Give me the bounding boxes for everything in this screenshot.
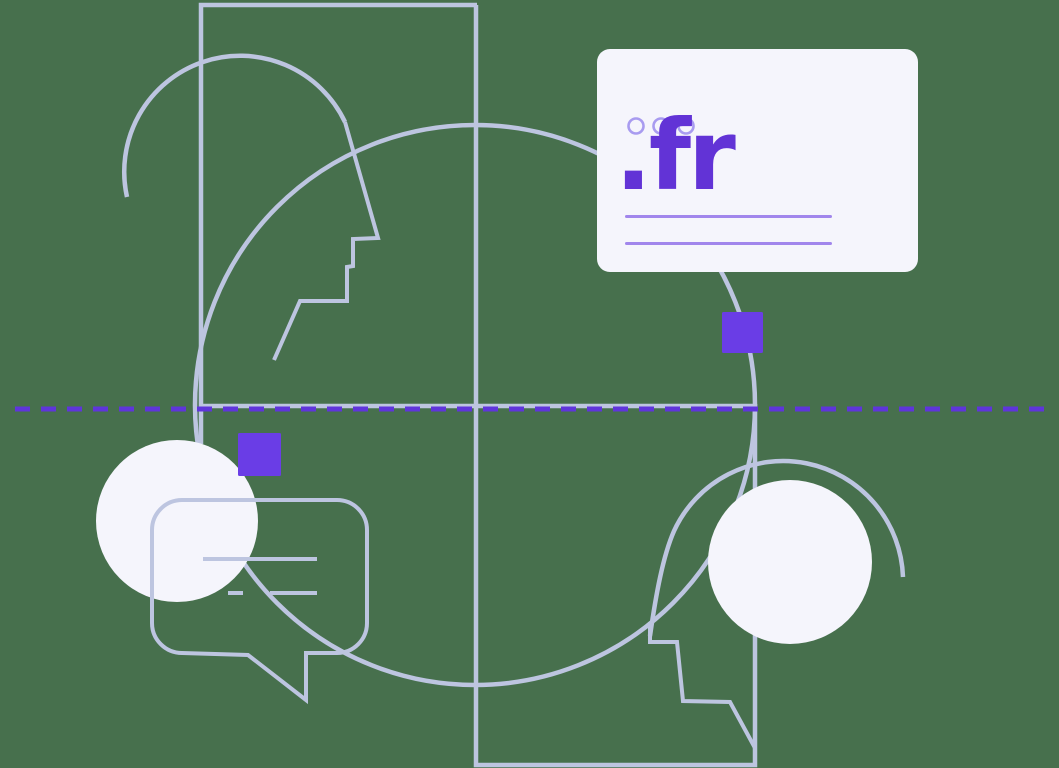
right-purple-square (722, 312, 763, 353)
card-underline-2 (625, 242, 832, 245)
right-face-profile (648, 622, 757, 749)
card-underline-1 (625, 215, 832, 218)
left-face-profile (272, 121, 381, 361)
browser-dots-icon (627, 117, 695, 135)
right-head-arc (647, 458, 906, 637)
browser-dot-1 (627, 117, 645, 135)
tld-label: .fr (615, 99, 736, 212)
browser-dot-2 (652, 117, 670, 135)
speech-bubble-icon (150, 498, 369, 705)
frame-lines-left (198, 2, 477, 444)
right-filled-circle (708, 480, 872, 644)
left-head-arc (121, 53, 348, 198)
speech-bubble-text-lines (203, 557, 317, 595)
browser-card: .fr (597, 49, 918, 272)
left-filled-circle (96, 440, 258, 602)
left-purple-square (238, 433, 281, 476)
browser-dot-3 (677, 117, 695, 135)
